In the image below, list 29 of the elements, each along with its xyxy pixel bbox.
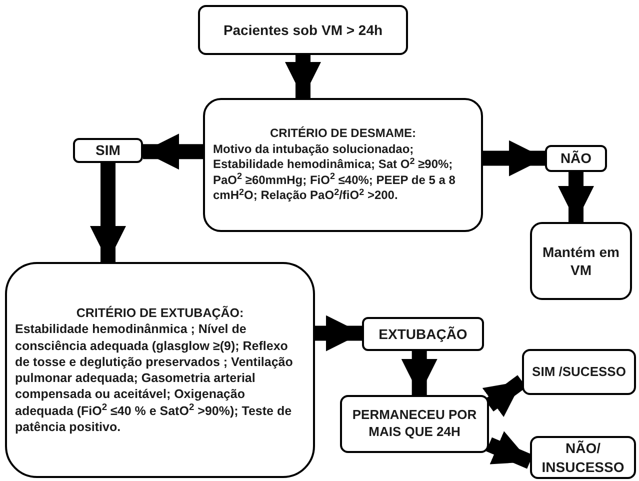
process-box [5, 262, 315, 478]
box-text: Pacientes sob VM > 24h [223, 20, 383, 40]
process-box [198, 5, 408, 55]
box-text: NÃO [560, 149, 592, 168]
box-text: PERMANECEU POR MAIS QUE 24H [351, 407, 478, 441]
process-box [530, 436, 636, 479]
process-box [362, 317, 484, 351]
box-text: Estabilidade hemodinânmica ; Nível de consciência adequada (glasglow ≥(9); Reflexo de tosse e deglutição preservados ; Ventilação pulmonar adequada; Gasometria arterial compensada ou aceitável; Oxigenação adequada (FiO$^{2}$ ≤40 % e SatO$^{2}$ >90%); Teste de patência positivo. [15, 321, 294, 435]
block-arrow [315, 315, 362, 352]
box-text: SIM [96, 141, 120, 160]
process-box [340, 395, 489, 453]
block-arrow [285, 55, 321, 98]
process-box [530, 222, 632, 300]
box-heading: CRITÉRIO DE EXTUBAÇÃO: [75, 305, 245, 322]
box-text: Mantém em VM [541, 242, 621, 280]
box-text: EXTUBAÇÃO [378, 324, 468, 344]
box-heading: CRITÉRIO DE DESMAME: [268, 126, 417, 142]
box-text: Motivo da intubação solucionadao; Estabilidade hemodinâmica; Sat O$^{2}$ ≥90%; PaO$^{2}$ ≥60mmHg; FiO$^{2}$ ≤40%; PEEP de 5 a 8 cmH$^{2}$O; Relação PaO$^{2}$/fiO$^{2}$ >200. [213, 142, 456, 204]
box-text: SIM /SUCESSO [532, 364, 626, 380]
block-arrow [143, 134, 203, 170]
block-arrow [558, 172, 594, 222]
process-box [203, 98, 483, 232]
block-arrow [90, 163, 126, 262]
block-arrow [483, 140, 545, 176]
block-arrow [401, 351, 438, 395]
process-box [73, 138, 143, 163]
box-text: NÃO/ INSUCESSO [540, 439, 626, 476]
process-box [545, 145, 607, 172]
process-box [522, 349, 636, 395]
